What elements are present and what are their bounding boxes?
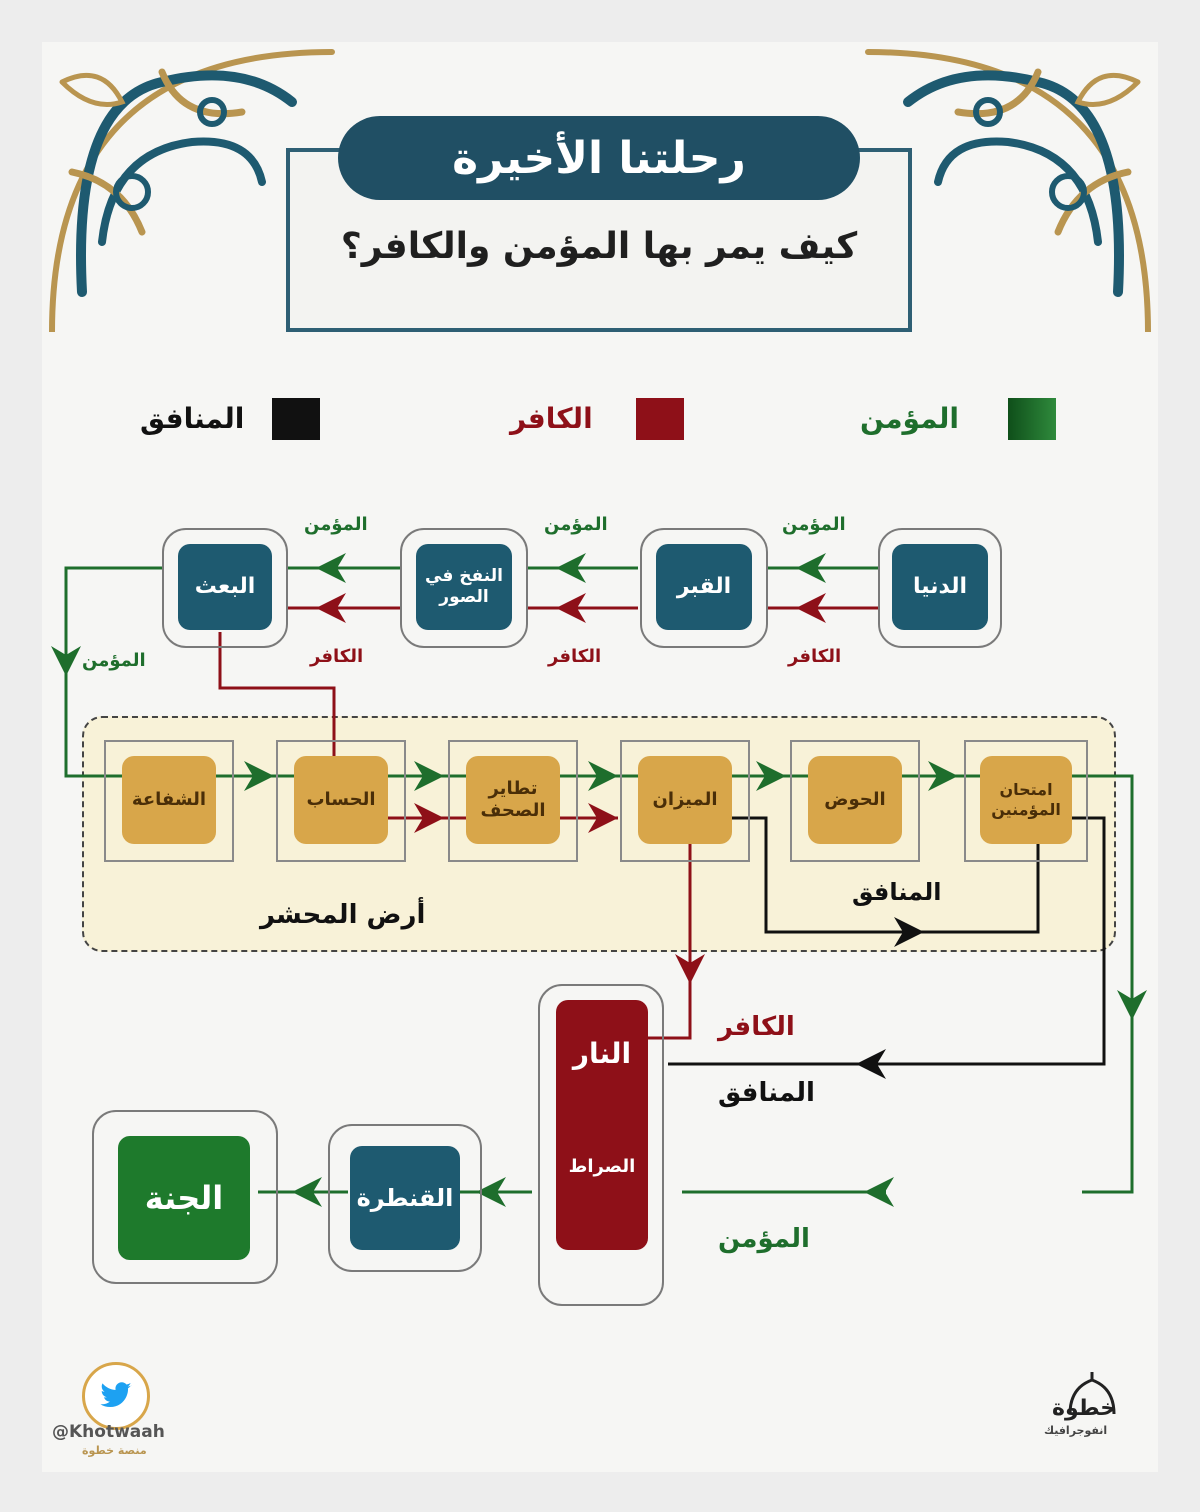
brand-name: خطوة [1052, 1396, 1116, 1421]
node-baath: البعث [178, 544, 272, 630]
twitter-icon[interactable] [82, 1362, 150, 1430]
fire-label: النار [573, 1036, 631, 1071]
node-qantara: القنطرة [350, 1146, 460, 1250]
label-disbeliever-bottom: الكافر [718, 1012, 795, 1042]
node-mizan: الميزان [638, 756, 732, 844]
node-imtihan: امتحان المؤمنين [980, 756, 1072, 844]
social-handle-sub: منصة خطوة [82, 1444, 147, 1457]
sirat-label: الصراط [558, 1156, 646, 1177]
bird-icon [99, 1382, 133, 1410]
label-hypocrite-mahshar: المنافق [852, 878, 941, 906]
node-shafaa: الشفاعة [122, 756, 216, 844]
node-tatayur: تطاير الصحف [466, 756, 560, 844]
node-hisab: الحساب [294, 756, 388, 844]
label-disbeliever-1: الكافر [788, 646, 841, 667]
label-believer-3: المؤمن [304, 514, 368, 535]
node-hawd: الحوض [808, 756, 902, 844]
brand-logo: خطوة انفوجرافيك [1030, 1366, 1140, 1446]
node-qabr: القبر [656, 544, 752, 630]
node-nafkh: النفخ في الصور [416, 544, 512, 630]
label-disbeliever-3: الكافر [310, 646, 363, 667]
node-jannah: الجنة [118, 1136, 250, 1260]
label-believer-4: المؤمن [82, 650, 146, 671]
node-dunya: الدنيا [892, 544, 988, 630]
label-believer-bottom: المؤمن [718, 1224, 810, 1254]
label-believer-1: المؤمن [782, 514, 846, 535]
social-handle[interactable]: @Khotwaah [52, 1422, 165, 1442]
infographic-card: رحلتنا الأخيرة كيف يمر بها المؤمن والكاف… [42, 42, 1158, 1472]
label-disbeliever-2: الكافر [548, 646, 601, 667]
sirat-bar [556, 1208, 648, 1248]
brand-sub: انفوجرافيك [1044, 1424, 1107, 1437]
label-hypocrite-bottom: المنافق [718, 1078, 815, 1108]
label-believer-2: المؤمن [544, 514, 608, 535]
